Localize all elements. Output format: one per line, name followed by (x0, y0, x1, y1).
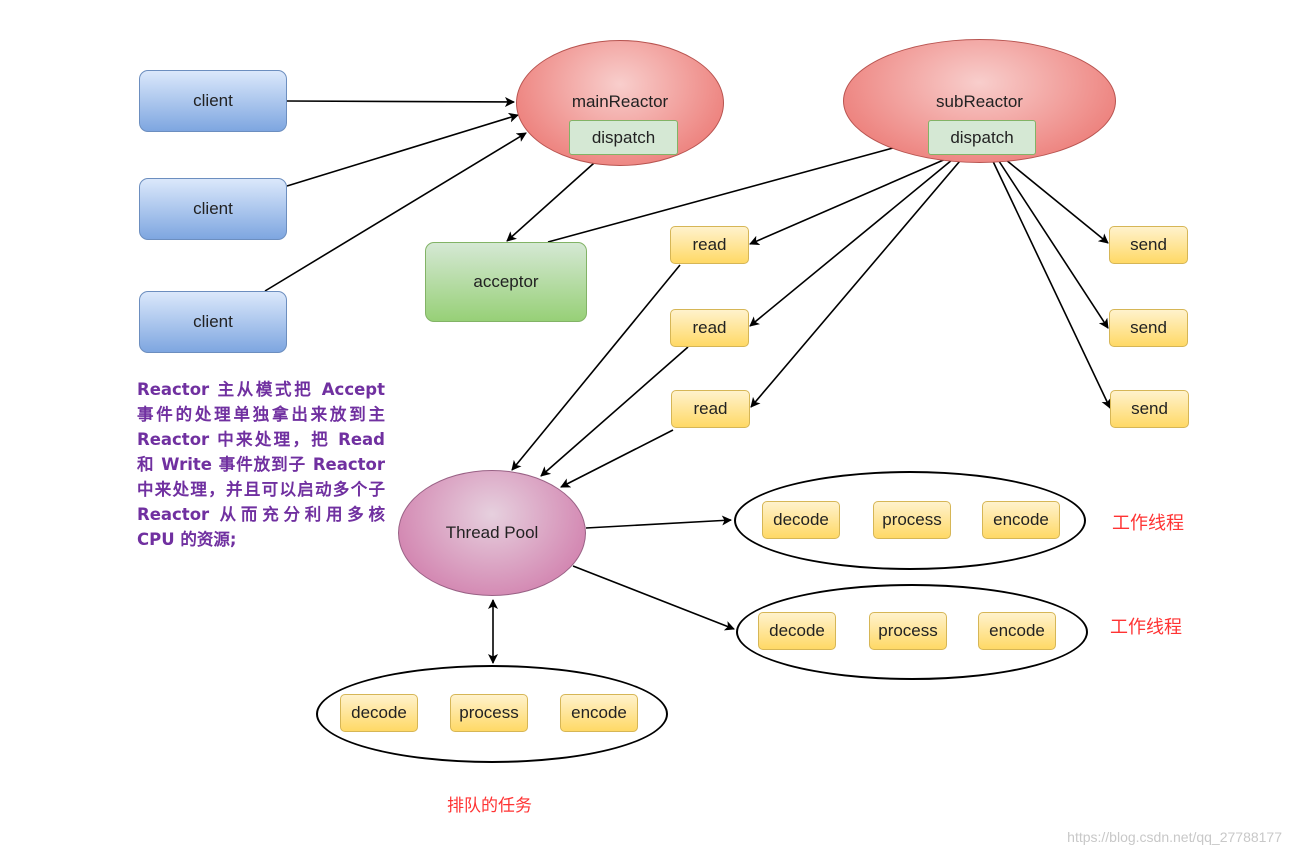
main-dispatch-box: dispatch (569, 120, 678, 155)
arrow-acceptor-subdispatch (547, 136, 927, 243)
encode-task: encode (560, 694, 638, 732)
queued-task-group (316, 665, 668, 763)
arrow-sub-read3 (750, 154, 966, 408)
arrow-sub-send1 (999, 154, 1109, 244)
client-box: client (139, 70, 287, 132)
queued-task-label: 排队的任务 (447, 796, 532, 816)
client-box: client (139, 291, 287, 353)
process-task: process (450, 694, 528, 732)
process-task: process (869, 612, 947, 650)
decode-task: decode (762, 501, 840, 539)
arrow-sub-read2 (749, 154, 959, 327)
worker-thread-label: 工作线程 (1110, 617, 1182, 638)
send-box: send (1109, 309, 1188, 347)
arrow-read2-pool (540, 346, 689, 477)
arrow-pool-worker1 (585, 515, 732, 529)
arrow-read1-pool (511, 264, 681, 471)
arrow-sub-read1 (749, 154, 956, 246)
thread-pool: Thread Pool (398, 470, 586, 596)
watermark: https://blog.csdn.net/qq_27788177 (1067, 829, 1282, 845)
read-box: read (671, 390, 750, 428)
encode-task: encode (978, 612, 1056, 650)
read-box: read (670, 309, 749, 347)
arrow-client3-main (264, 132, 527, 292)
client-box: client (139, 178, 287, 240)
worker-thread-group (736, 584, 1088, 680)
arrow-client2-main (286, 112, 519, 187)
decode-task: decode (758, 612, 836, 650)
arrow-read3-pool (560, 429, 674, 488)
read-box: read (670, 226, 749, 264)
description-text: Reactor 主从模式把 Accept 事件的处理单独拿出来放到主 React… (137, 380, 385, 549)
process-task: process (873, 501, 951, 539)
arrow-client1-main (286, 96, 515, 107)
decode-task: decode (340, 694, 418, 732)
arrow-pool-worker2 (572, 565, 735, 631)
arrow-sub-send3 (989, 154, 1111, 409)
arrow-dispatch-acceptor (506, 154, 604, 242)
arrow-sub-send2 (994, 154, 1109, 329)
sub-reactor-title: subReactor (936, 92, 1023, 111)
main-reactor-title: mainReactor (571, 92, 669, 111)
acceptor-box: acceptor (425, 242, 587, 322)
worker-thread-label: 工作线程 (1112, 513, 1184, 534)
sub-dispatch-box: dispatch (928, 120, 1036, 155)
send-box: send (1110, 390, 1189, 428)
worker-thread-group (734, 471, 1086, 570)
encode-task: encode (982, 501, 1060, 539)
send-box: send (1109, 226, 1188, 264)
